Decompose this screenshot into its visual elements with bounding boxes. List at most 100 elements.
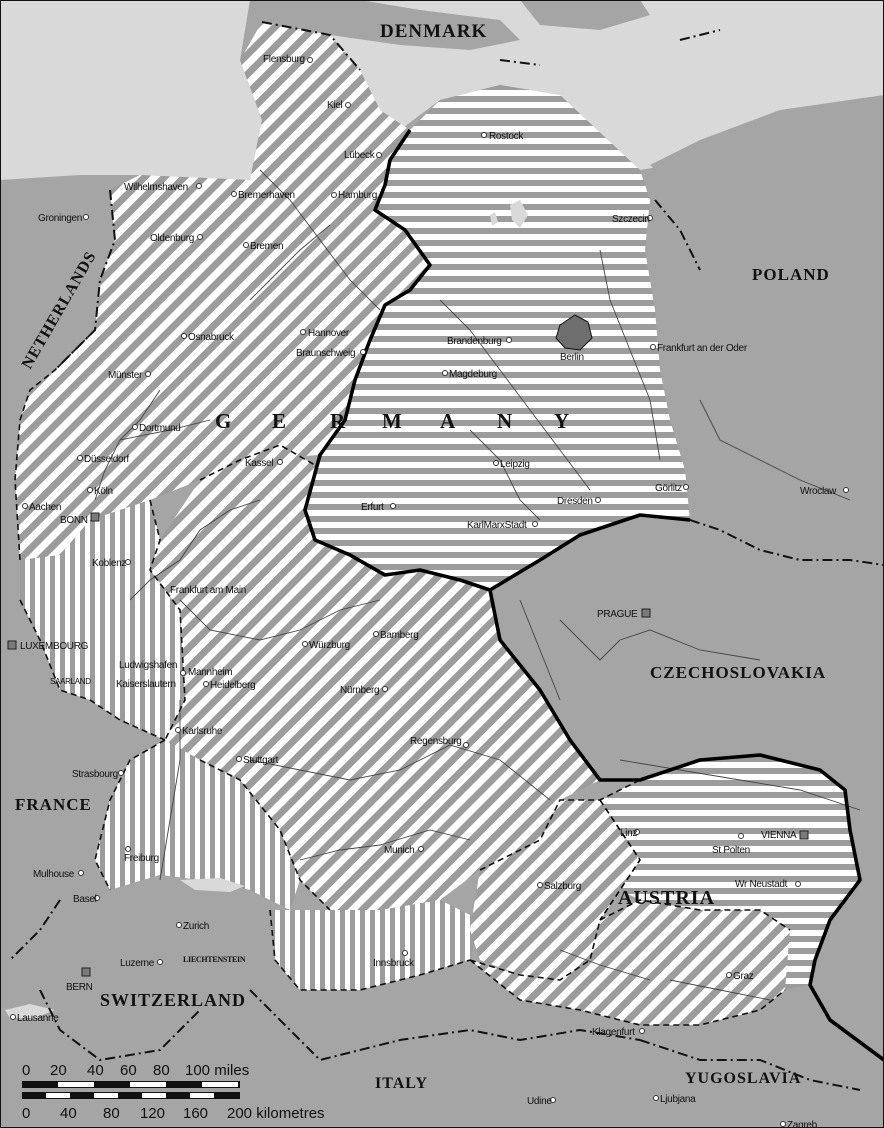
lake-small [490, 212, 498, 226]
city-dot [382, 686, 388, 692]
lake-geneva [5, 1004, 55, 1018]
czech-border [489, 513, 691, 592]
label-france: FRANCE [15, 795, 92, 814]
city-kassel: Kassel [245, 458, 273, 469]
city-dot [203, 681, 209, 687]
city-flensburg: Flensburg [263, 54, 305, 65]
label-luxembourg: LUXEMBOURG [20, 641, 89, 652]
city-graz: Graz [733, 971, 754, 982]
city-bamberg: Bamberg [380, 630, 418, 641]
austria-british-zone [470, 900, 790, 1025]
city-dot [243, 242, 249, 248]
city-nurnberg: Nürnberg [340, 685, 379, 696]
city-braunschweig: Braunschweig [296, 348, 355, 359]
city-dot [726, 972, 732, 978]
label-austria: AUSTRIA [618, 887, 715, 909]
scale-km-200: 200 kilometres [227, 1105, 325, 1122]
city-klagenfurt: Klagenfurt [592, 1027, 635, 1038]
city-dot [373, 631, 379, 637]
city-groningen: Groningen [38, 213, 82, 224]
city-dresden: Dresden [557, 496, 593, 507]
city-munster: Münster [108, 370, 143, 381]
city-frankfurt-main: Frankfurt am Main [170, 585, 246, 596]
city-dot [634, 829, 640, 835]
city-bremerhaven: Bremerhaven [238, 190, 295, 201]
denmark-land [250, 0, 520, 50]
city-dot [653, 1095, 659, 1101]
french-zone-south [95, 740, 300, 910]
lake-muritz [510, 200, 528, 228]
city-bern: BERN [66, 982, 93, 993]
city-dot [780, 1121, 786, 1127]
germany-letter: R [330, 409, 346, 433]
french-zone-north [20, 500, 185, 740]
city-dortmund: Dortmund [139, 423, 181, 434]
label-liechtenstein: LIECHTENSTEIN [183, 955, 246, 964]
city-dot [231, 191, 237, 197]
city-bremen: Bremen [250, 241, 283, 252]
danish-isle [520, 0, 650, 30]
french-zone-tyrol [270, 900, 480, 990]
city-dot [145, 371, 151, 377]
city-mannheim: Mannheim [188, 667, 232, 678]
city-dot [376, 152, 382, 158]
scale-km-40: 40 [60, 1105, 77, 1122]
city-regensburg: Regensburg [410, 736, 461, 747]
dutch-border [54, 189, 117, 371]
zone-borders [14, 329, 791, 1026]
city-leipzig: Leipzig [500, 459, 530, 470]
city-prague: PRAGUE [597, 609, 638, 620]
austria-soviet-zone [600, 755, 860, 990]
city-dot [506, 337, 512, 343]
switzerland-land [10, 875, 275, 1015]
city-salzburg: Salzburg [544, 881, 581, 892]
city-dot [647, 215, 653, 221]
city-basel: Basel [73, 894, 97, 905]
city-dot [331, 192, 337, 198]
city-dot [118, 770, 124, 776]
city-aachen: Aachen [29, 502, 61, 513]
city-kiel: Kiel [327, 100, 343, 111]
germany-label: G E R M A N Y [215, 409, 569, 433]
label-saarland: SAARLAND [50, 677, 91, 686]
city-wroclaw: Wroclaw [800, 486, 837, 497]
city-dot [650, 344, 656, 350]
city-mulhouse: Mulhouse [33, 869, 75, 880]
city-dot [87, 487, 93, 493]
city-karlsruhe: Karlsruhe [182, 726, 223, 737]
lake-constance [180, 878, 245, 892]
capital-markers [7, 512, 809, 977]
city-dot [360, 349, 366, 355]
berlin-area [555, 314, 593, 351]
city-dot [442, 370, 448, 376]
germany-letter: N [497, 409, 512, 433]
city-karlmarxstadt: KarlMarxStadt [467, 520, 527, 531]
city-dot [125, 846, 131, 852]
city-vienna: VIENNA [761, 830, 797, 841]
city-dot [125, 559, 131, 565]
city-kaiserslautern: Kaiserslautern [116, 679, 176, 690]
city-brandenburg: Brandenburg [447, 336, 502, 347]
label-denmark: DENMARK [380, 21, 487, 42]
city-dot [738, 833, 744, 839]
city-osnabruck: Osnabruck [188, 332, 235, 343]
baltic-coast-poland [650, 95, 884, 210]
city-hannover: Hannover [308, 328, 350, 339]
scale-miles-40: 40 [87, 1062, 104, 1079]
scale-miles-80: 80 [153, 1062, 170, 1079]
scale-miles-20: 20 [50, 1062, 67, 1079]
city-dot [532, 521, 538, 527]
north-sea [0, 0, 262, 180]
city-innsbruck: Innsbruck [373, 958, 415, 969]
city-dot [683, 484, 689, 490]
scale-km-120: 120 [140, 1105, 165, 1122]
national-borders [9, 21, 884, 1091]
city-dot [418, 846, 424, 852]
scale-miles-100: 100 miles [185, 1062, 249, 1079]
city-wurzburg: Würzburg [309, 640, 350, 651]
city-lausanne: Lausanne [17, 1013, 59, 1024]
city-dot [176, 922, 182, 928]
city-koblenz: Koblenz [92, 558, 126, 569]
